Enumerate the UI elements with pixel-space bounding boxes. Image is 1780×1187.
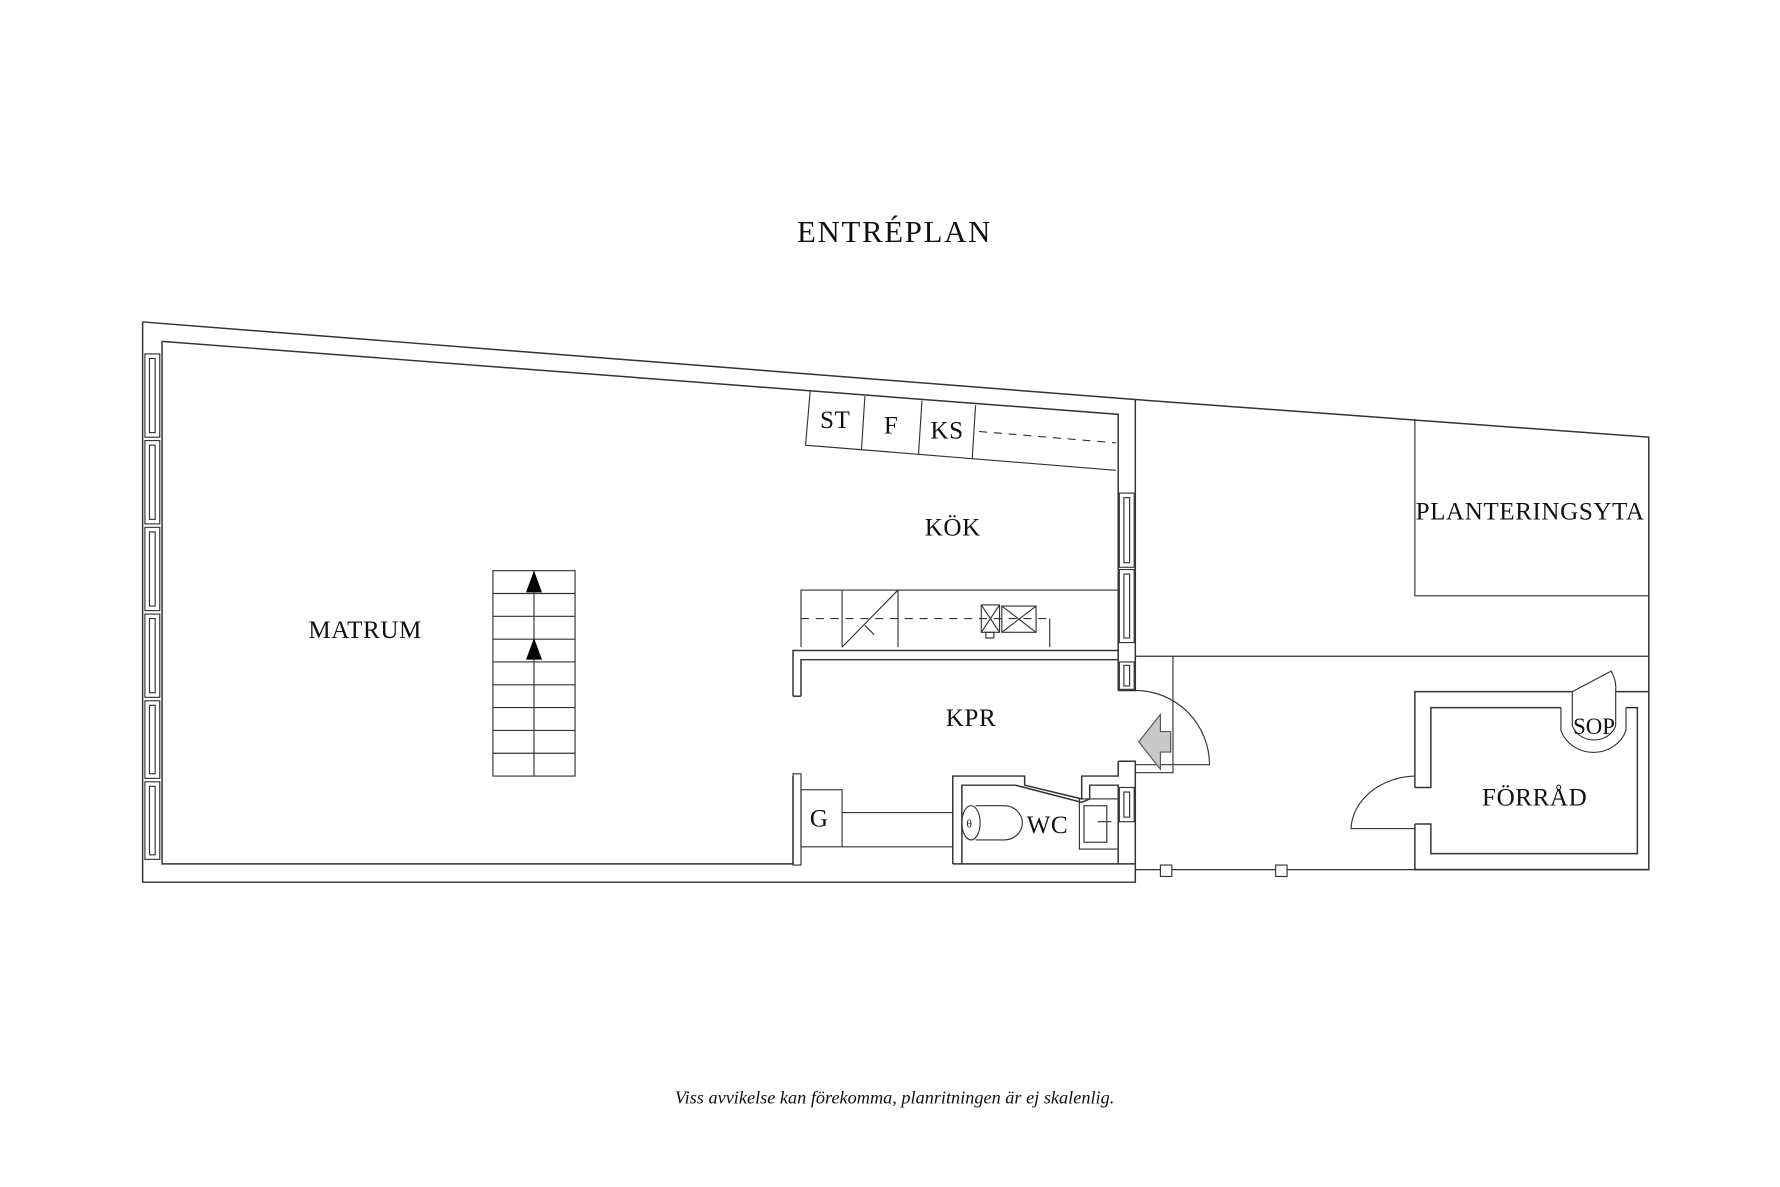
sink-icon [1078,798,1119,850]
staircase [492,570,576,777]
room-planteringsyta: PLANTERINGSYTA [1416,498,1645,525]
room-kok: KÖK [925,514,981,541]
disclaimer-note: Viss avvikelse kan förekomma, planritnin… [675,1088,1114,1108]
interior-wall [792,649,1119,697]
room-matrum: MATRUM [308,617,422,644]
fixture-ks: KS [930,417,963,444]
left-windows [144,353,161,860]
fixture-st: ST [820,407,850,434]
sink-icon [980,604,1001,639]
room-kpr: KPR [946,705,997,732]
outer-walls [141,321,1650,883]
stair-up-arrow [526,570,542,593]
room-sop: SOP [1573,714,1615,739]
wc-block: θ [952,656,1137,870]
room-wc: WC [1027,812,1069,839]
entrance-door[interactable] [1135,655,1211,774]
stair-up-arrow [526,638,542,660]
room-forrad: FÖRRÅD [1482,785,1587,812]
stove-icon [1001,605,1037,633]
toilet-icon: θ [961,805,1023,841]
courtyard-walls [1135,418,1649,878]
g-cabinet [800,789,953,848]
plan-title: ENTRÉPLAN [797,214,992,249]
kitchen-counter [800,589,1119,648]
fixture-g: G [810,805,829,832]
fixture-f: F [884,413,899,440]
kitchen-windows [1118,492,1135,823]
forrad-walls [1350,670,1649,871]
svg-text:θ: θ [966,818,971,830]
kitchen-top-cabinets [804,391,1116,471]
entrance-arrow [1138,712,1172,771]
